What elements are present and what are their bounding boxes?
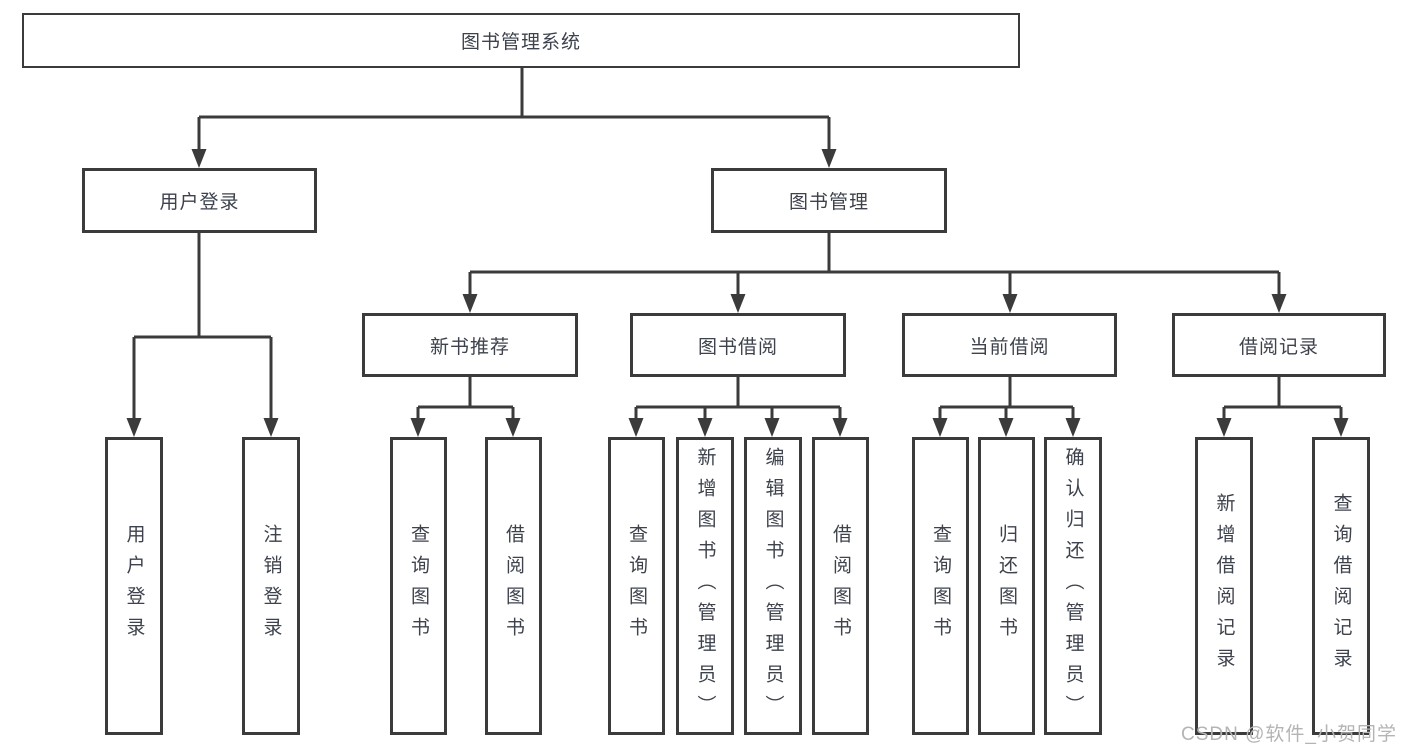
node-book-borrow: 图书借阅 xyxy=(630,313,846,377)
node-new-book-recommend: 新书推荐 xyxy=(362,313,578,377)
leaf-query-book-3-label: 查询图书 xyxy=(930,524,951,648)
leaf-logout: 注销登录 xyxy=(242,437,300,735)
leaf-edit-book-admin-label: 编辑图书（管理员） xyxy=(762,446,784,726)
leaf-query-borrow-record-label: 查询借阅记录 xyxy=(1330,493,1352,679)
node-borrow-records: 借阅记录 xyxy=(1172,313,1386,377)
leaf-add-borrow-record: 新增借阅记录 xyxy=(1195,437,1253,735)
leaf-edit-book-admin: 编辑图书（管理员） xyxy=(744,437,802,735)
leaf-return-book-label: 归还图书 xyxy=(996,524,1017,648)
leaf-user-login: 用户登录 xyxy=(105,437,163,735)
node-root-system: 图书管理系统 xyxy=(22,13,1020,68)
leaf-query-book-2: 查询图书 xyxy=(608,437,665,735)
leaf-query-book-1: 查询图书 xyxy=(390,437,447,735)
leaf-borrow-book-2-label: 借阅图书 xyxy=(830,524,851,648)
leaf-logout-label: 注销登录 xyxy=(260,524,282,648)
leaf-borrow-book-1: 借阅图书 xyxy=(485,437,542,735)
leaf-borrow-book-2: 借阅图书 xyxy=(812,437,869,735)
leaf-borrow-book-1-label: 借阅图书 xyxy=(503,524,524,648)
leaf-query-book-1-label: 查询图书 xyxy=(408,524,429,648)
node-current-borrow: 当前借阅 xyxy=(902,313,1117,377)
leaf-user-login-label: 用户登录 xyxy=(123,524,145,648)
leaf-confirm-return-admin-label: 确认归还（管理员） xyxy=(1062,446,1084,726)
leaf-query-book-2-label: 查询图书 xyxy=(626,524,647,648)
leaf-add-book-admin: 新增图书（管理员） xyxy=(676,437,734,735)
leaf-add-borrow-record-label: 新增借阅记录 xyxy=(1213,493,1235,679)
node-user-login: 用户登录 xyxy=(82,168,317,233)
leaf-confirm-return-admin: 确认归还（管理员） xyxy=(1044,437,1102,735)
leaf-query-borrow-record: 查询借阅记录 xyxy=(1312,437,1370,735)
node-book-management: 图书管理 xyxy=(711,168,947,233)
leaf-query-book-3: 查询图书 xyxy=(912,437,969,735)
csdn-watermark: CSDN @软件_小贺同学 xyxy=(1181,724,1397,745)
leaf-return-book: 归还图书 xyxy=(978,437,1035,735)
leaf-add-book-admin-label: 新增图书（管理员） xyxy=(694,446,716,726)
